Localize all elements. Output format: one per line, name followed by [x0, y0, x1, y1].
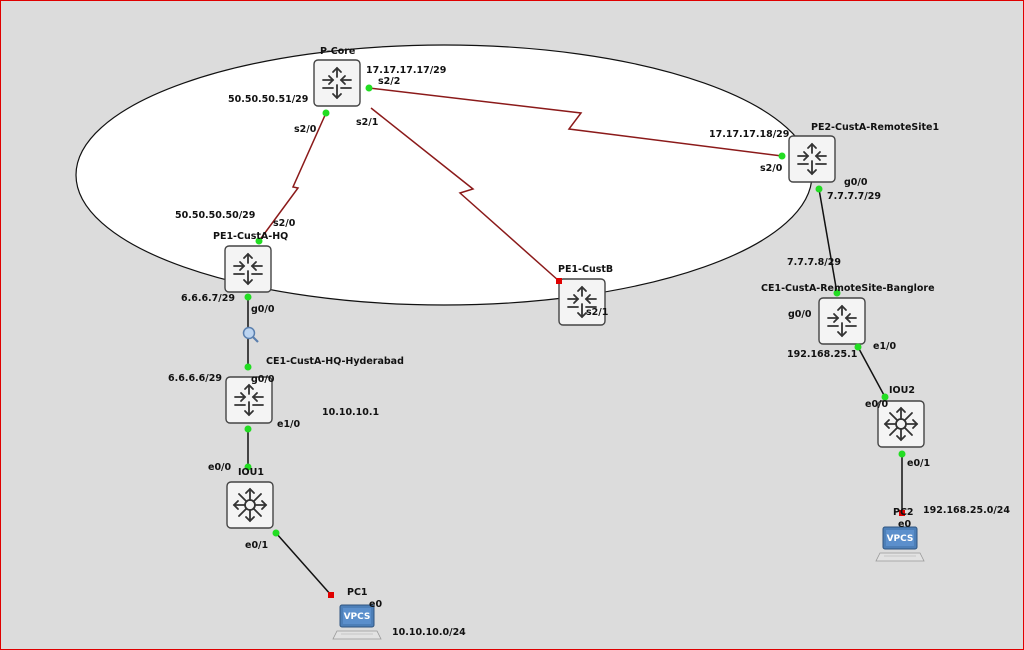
link-pcore-pe1custb[interactable]	[370, 107, 560, 282]
node-label-pe1custb: PE1-CustB	[558, 264, 613, 275]
node-label-pc2: PC2	[893, 507, 914, 518]
switch-iou1[interactable]	[226, 481, 274, 529]
ip-label: 7.7.7.8/29	[787, 257, 841, 268]
port-label: e1/0	[873, 341, 897, 352]
router-ce1remote[interactable]	[818, 297, 866, 345]
port-label: g0/0	[251, 374, 275, 385]
port-label: s2/0	[294, 124, 317, 135]
port-down-indicator	[899, 510, 905, 516]
node-label-ce1hq: CE1-CustA-HQ-Hyderabad	[266, 356, 404, 367]
vpcs-pc1[interactable]: VPCS	[332, 604, 382, 640]
port-up-indicator	[815, 185, 823, 193]
node-label-pcore: P-Core	[320, 46, 355, 57]
router-pe2[interactable]	[788, 135, 836, 183]
provider-cloud	[75, 44, 813, 306]
port-label: e0/0	[865, 399, 889, 410]
port-down-indicator	[328, 592, 334, 598]
port-label: g0/0	[788, 309, 812, 320]
port-label: s2/0	[760, 163, 783, 174]
node-label-pe1hq: PE1-CustA-HQ	[213, 231, 288, 242]
port-label: s2/0	[273, 218, 296, 229]
ip-label: 7.7.7.7/29	[827, 191, 881, 202]
port-up-indicator	[365, 84, 373, 92]
port-up-indicator	[255, 237, 263, 245]
port-label: e0/1	[245, 540, 268, 551]
port-label: e0/0	[208, 462, 232, 473]
node-label-pe2: PE2-CustA-RemoteSite1	[811, 122, 939, 133]
port-up-indicator	[272, 529, 280, 537]
pc2-screen-text: VPCS	[887, 534, 914, 544]
switch-iou2[interactable]	[877, 400, 925, 448]
port-up-indicator	[244, 425, 252, 433]
ip-label: 192.168.25.1	[787, 349, 857, 360]
port-up-indicator	[881, 393, 889, 401]
port-label: e0	[369, 599, 382, 610]
ip-label: 50.50.50.51/29	[228, 94, 308, 105]
node-label-ce1remote: CE1-CustA-RemoteSite-Banglore	[761, 283, 935, 294]
link-ce1remote-iou2[interactable]	[857, 346, 886, 398]
node-label-pc1: PC1	[347, 587, 368, 598]
link-pe2-ce1remote[interactable]	[818, 188, 838, 294]
port-up-indicator	[778, 152, 786, 160]
network-label: 192.168.25.0/24	[923, 505, 1010, 516]
port-label: e0	[898, 519, 911, 530]
router-pe1hq[interactable]	[224, 245, 272, 293]
node-label-iou2: IOU2	[889, 385, 915, 396]
ip-label: 6.6.6.6/29	[168, 373, 222, 384]
link-pcore-pe2[interactable]	[368, 87, 783, 157]
router-pcore[interactable]	[313, 59, 361, 107]
node-label-iou1: IOU1	[238, 467, 264, 478]
port-label: s2/1	[586, 307, 608, 318]
port-up-indicator	[244, 463, 252, 471]
port-label: g0/0	[844, 177, 868, 188]
link-iou1-pc1[interactable]	[275, 532, 332, 596]
ip-label: 6.6.6.7/29	[181, 293, 235, 304]
port-label: g0/0	[251, 304, 275, 315]
port-up-indicator	[244, 293, 252, 301]
network-label: 10.10.10.0/24	[392, 627, 466, 638]
ip-label: 50.50.50.50/29	[175, 210, 255, 221]
port-label: e0/1	[907, 458, 930, 469]
ip-label: 10.10.10.1	[322, 407, 379, 418]
ip-label: 17.17.17.18/29	[709, 129, 789, 140]
port-up-indicator	[833, 289, 841, 297]
port-up-indicator	[244, 363, 252, 371]
port-label: s2/2	[378, 76, 400, 87]
port-up-indicator	[854, 343, 862, 351]
pc1-screen-text: VPCS	[344, 612, 371, 622]
router-ce1hq[interactable]	[225, 376, 273, 424]
link-pcore-pe1hq[interactable]	[258, 112, 327, 242]
packet-capture-icon[interactable]	[242, 326, 259, 343]
vpcs-pc2[interactable]: VPCS	[875, 526, 925, 562]
port-label: e1/0	[277, 419, 301, 430]
port-up-indicator	[322, 109, 330, 117]
port-down-indicator	[556, 278, 562, 284]
ip-label: 17.17.17.17/29	[366, 65, 446, 76]
port-up-indicator	[898, 450, 906, 458]
router-pe1custb[interactable]	[558, 278, 606, 326]
port-label: s2/1	[356, 117, 378, 128]
port-indicators	[244, 84, 906, 598]
